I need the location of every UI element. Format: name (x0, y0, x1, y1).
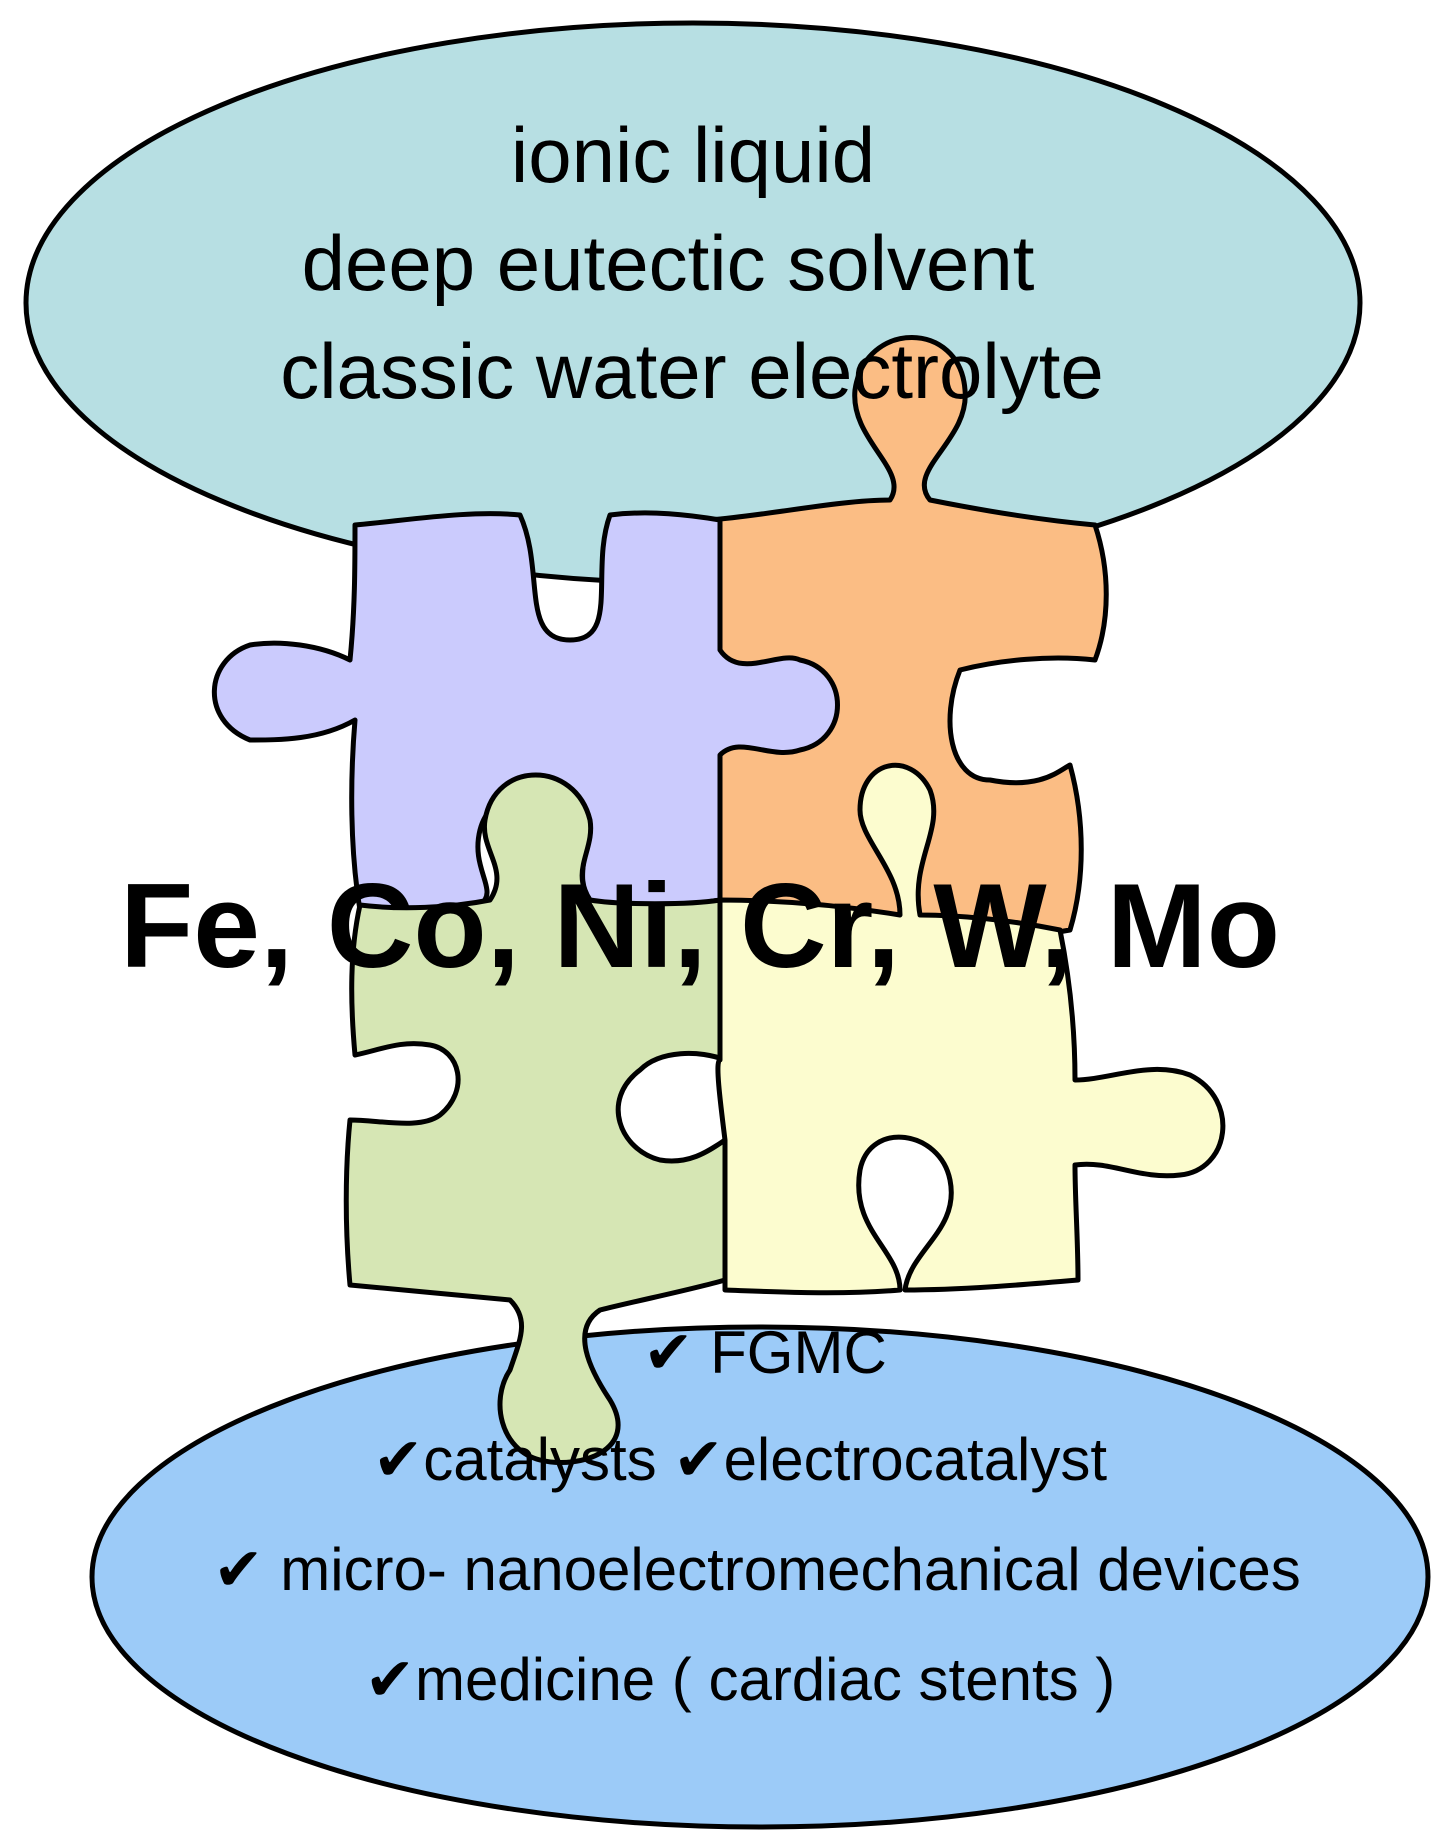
application-medicine: ✔medicine ( cardiac stents ) (365, 1646, 1116, 1713)
puzzle-piece-yellow (715, 762, 1226, 1296)
metals-label: Fe, Co, Ni, Cr, W, Mo (120, 859, 1280, 993)
application-mems-devices: ✔ micro- nanoelectromechanical devices (213, 1536, 1300, 1603)
application-fgmc: ✔ FGMC (643, 1319, 887, 1386)
application-catalysts: ✔catalysts ✔electrocatalyst (373, 1426, 1107, 1493)
solvent-line-1: ionic liquid (511, 111, 875, 199)
puzzle-piece-green (343, 772, 728, 1465)
solvent-line-2: deep eutectic solvent (302, 219, 1035, 307)
solvent-line-3: classic water electrolyte (280, 327, 1104, 415)
applications-ellipse (89, 1324, 1431, 1830)
